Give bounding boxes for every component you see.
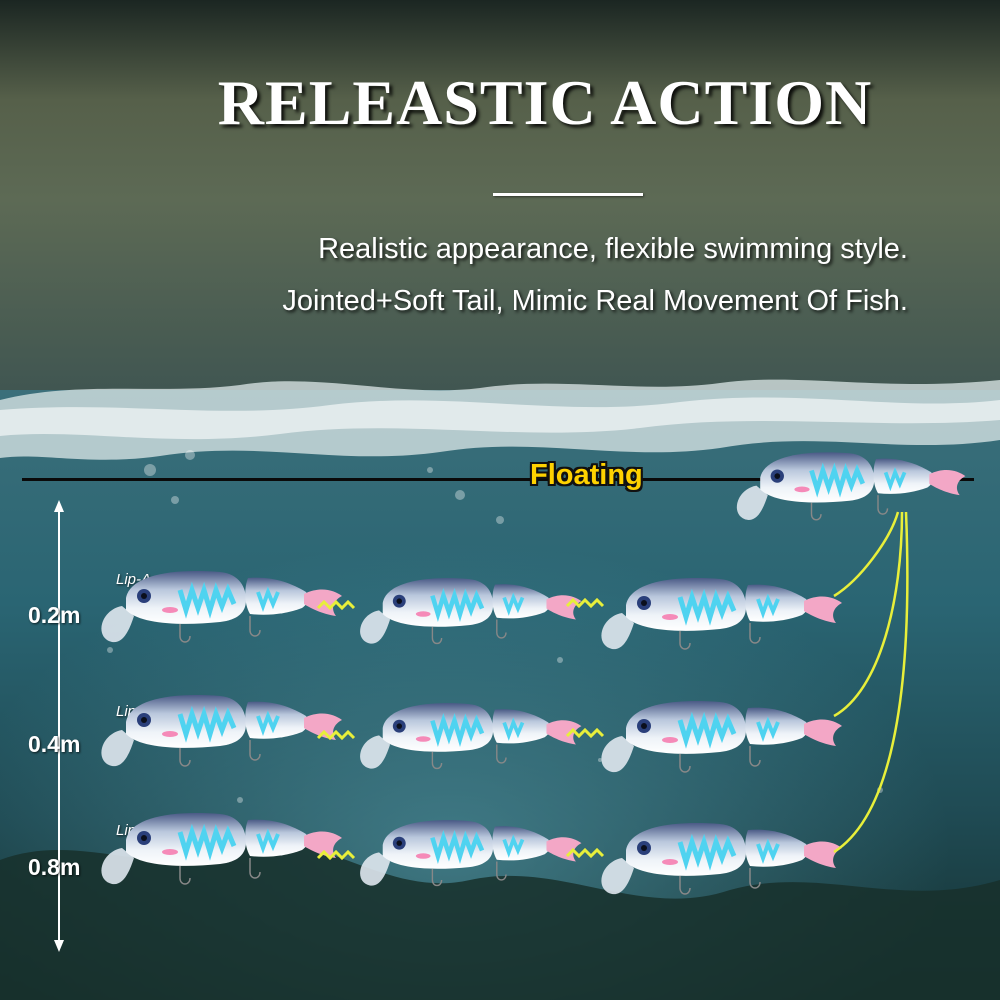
title-divider xyxy=(493,193,643,196)
page-title: RELEASTIC ACTION xyxy=(217,67,873,138)
subtitle-line-2: Jointed+Soft Tail, Mimic Real Movement O… xyxy=(282,285,908,317)
depth-label-3: 0.8m xyxy=(28,854,81,880)
lip-label-c: Lip-C xyxy=(116,822,152,839)
water-surface-line xyxy=(22,478,974,481)
lip-label-b: Lip-B xyxy=(116,703,152,720)
floating-label: Floating xyxy=(530,459,643,491)
subtitle-line-1: Realistic appearance, flexible swimming … xyxy=(318,233,908,265)
depth-label-1: 0.2m xyxy=(28,602,81,628)
depth-label-2: 0.4m xyxy=(28,731,81,757)
depth-axis xyxy=(58,508,60,948)
lip-label-a: Lip-A xyxy=(116,571,152,588)
